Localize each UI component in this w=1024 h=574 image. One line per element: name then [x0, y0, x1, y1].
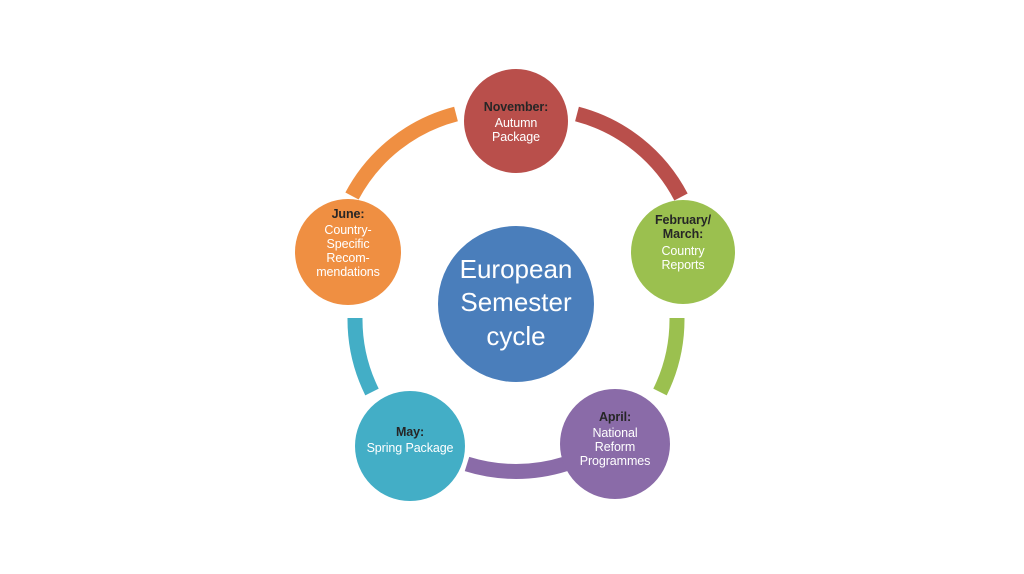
node-circle-april[interactable] [560, 389, 670, 499]
arc-april-to-may [464, 456, 568, 479]
node-may[interactable] [355, 391, 465, 501]
node-circle-february-march[interactable] [631, 200, 735, 304]
node-center[interactable] [438, 226, 594, 382]
node-circle-november[interactable] [464, 69, 568, 173]
arc-february-march-to-april [653, 317, 685, 396]
connector-arcs [345, 106, 688, 479]
center-circle[interactable] [438, 226, 594, 382]
node-november[interactable] [464, 69, 568, 173]
node-june[interactable] [295, 199, 401, 305]
node-circle-june[interactable] [295, 199, 401, 305]
arc-june-to-november [345, 106, 458, 200]
node-april[interactable] [560, 389, 670, 499]
arc-november-to-february-march [574, 106, 688, 201]
arc-may-to-june [347, 317, 379, 396]
node-february-march[interactable] [631, 200, 735, 304]
node-circle-may[interactable] [355, 391, 465, 501]
